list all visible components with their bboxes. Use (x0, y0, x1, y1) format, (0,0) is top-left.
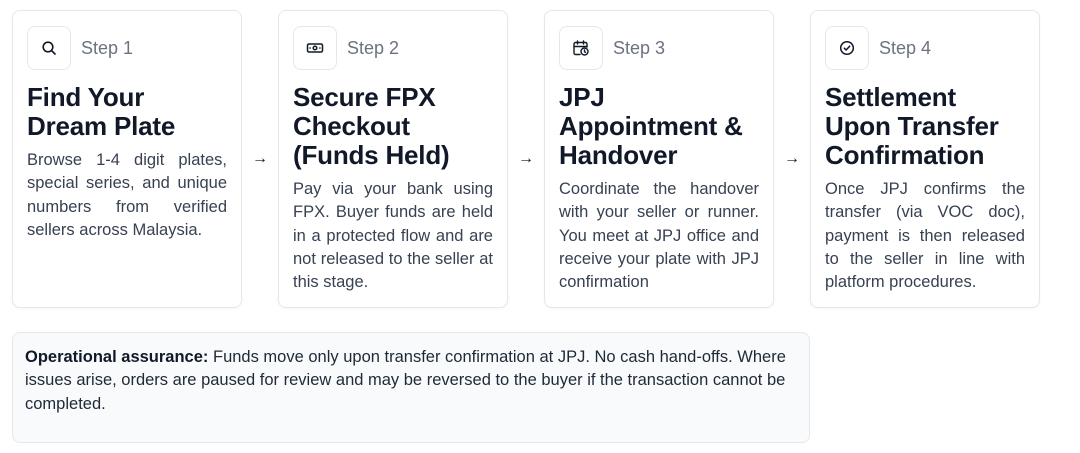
step-header: Step 1 (27, 25, 227, 71)
arrow-right-icon: → (518, 150, 534, 167)
step-title: Settlement Upon Transfer Confirmation (825, 82, 999, 170)
step-label: Step 3 (613, 37, 666, 58)
steps-row: Step 1 Find Your Dream Plate Browse 1-4 … (12, 10, 1040, 308)
step-description: Once JPJ confirms the transfer (via VOC … (825, 180, 1025, 292)
step-card-1: Step 1 Find Your Dream Plate Browse 1-4 … (12, 10, 242, 308)
step-header: Step 3 (559, 25, 759, 71)
check-circle-icon (825, 26, 869, 70)
step-description: Coordinate the handover with your seller… (559, 180, 759, 292)
step-card-4: Step 4 Settlement Upon Transfer Confirma… (810, 10, 1040, 308)
step-label: Step 2 (347, 37, 400, 58)
step-description: Pay via your bank using FPX. Buyer funds… (293, 180, 493, 292)
step-header: Step 2 (293, 25, 493, 71)
assurance-label: Operational assurance: (25, 348, 209, 366)
step-description: Browse 1-4 digit plates, special series,… (27, 151, 227, 239)
step-header: Step 4 (825, 25, 1025, 71)
step-label: Step 4 (879, 37, 932, 58)
step-label: Step 1 (81, 37, 134, 58)
arrow-right-icon: → (252, 150, 268, 167)
step-title: Secure FPX Checkout (Funds Held) (293, 82, 450, 170)
operational-assurance-note: Operational assurance: Funds move only u… (12, 332, 810, 443)
search-icon (27, 26, 71, 70)
step-card-3: Step 3 JPJ Appointment & Handover Coordi… (544, 10, 774, 308)
step-card-2: Step 2 Secure FPX Checkout (Funds Held) … (278, 10, 508, 308)
arrow-right-icon: → (784, 150, 800, 167)
calendar-clock-icon (559, 26, 603, 70)
assurance-text: Funds move only upon transfer confirmati… (25, 348, 786, 413)
money-icon (293, 26, 337, 70)
step-title: JPJ Appointment & Handover (559, 82, 743, 170)
step-title: Find Your Dream Plate (27, 82, 176, 141)
